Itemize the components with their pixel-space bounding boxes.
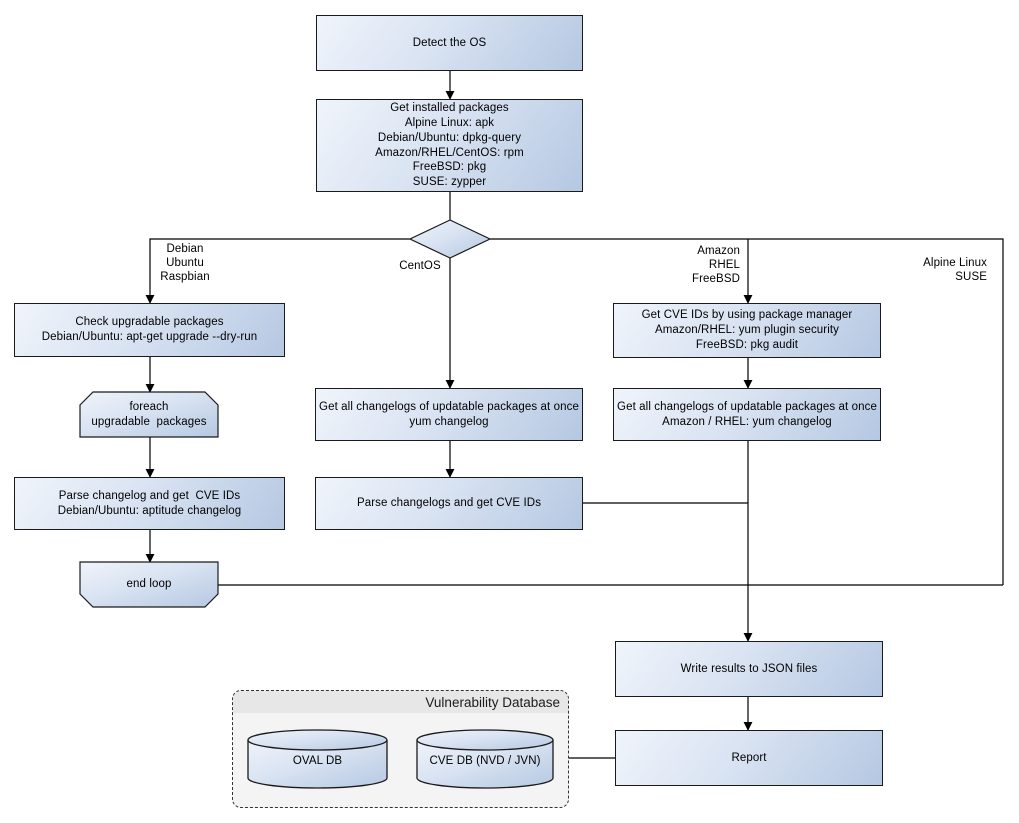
loop-start-shape [79, 391, 219, 438]
loop-end-shape [79, 561, 219, 608]
node-get-installed-packages: Get installed packages Alpine Linux: apk… [316, 99, 583, 192]
node-parse-changelog-get-cve-ids: Parse changelog and get CVE IDs Debian/U… [14, 477, 285, 530]
node-detect-os: Detect the OS [316, 15, 583, 71]
node-write-results-json: Write results to JSON files [615, 641, 883, 697]
cve-db-cylinder [416, 729, 554, 789]
branch-label-debian-ubuntu-raspbian: Debian Ubuntu Raspbian [160, 243, 210, 283]
cve-db-label: CVE DB (NVD / JVN) [429, 754, 541, 767]
node-parse-changelogs-get-cve-ids: Parse changelogs and get CVE IDs [315, 477, 583, 530]
node-get-all-changelogs-amazon-rhel: Get all changelogs of updatable packages… [613, 388, 881, 441]
node-report: Report [615, 730, 883, 786]
connector-lines [145, 71, 1004, 759]
vulnerability-database-title: Vulnerability Database [233, 691, 568, 713]
node-get-cve-ids-package-manager: Get CVE IDs by using package manager Ama… [613, 303, 881, 358]
node-end-loop: end loop [126, 578, 172, 591]
node-check-upgradable-packages: Check upgradable packages Debian/Ubuntu:… [14, 303, 285, 357]
node-foreach-upgradable-packages: foreach upgradable packages [91, 400, 207, 428]
decision-diamond [408, 219, 492, 259]
branch-label-centos: CentOS [399, 260, 441, 272]
branch-label-amazon-rhel-freebsd: Amazon RHEL FreeBSD [692, 245, 740, 285]
oval-db-cylinder [247, 729, 388, 789]
node-get-all-changelogs-centos: Get all changelogs of updatable packages… [315, 388, 583, 441]
oval-db-label: OVAL DB [292, 754, 343, 767]
branch-label-alpine-suse: Alpine Linux SUSE [923, 257, 987, 283]
